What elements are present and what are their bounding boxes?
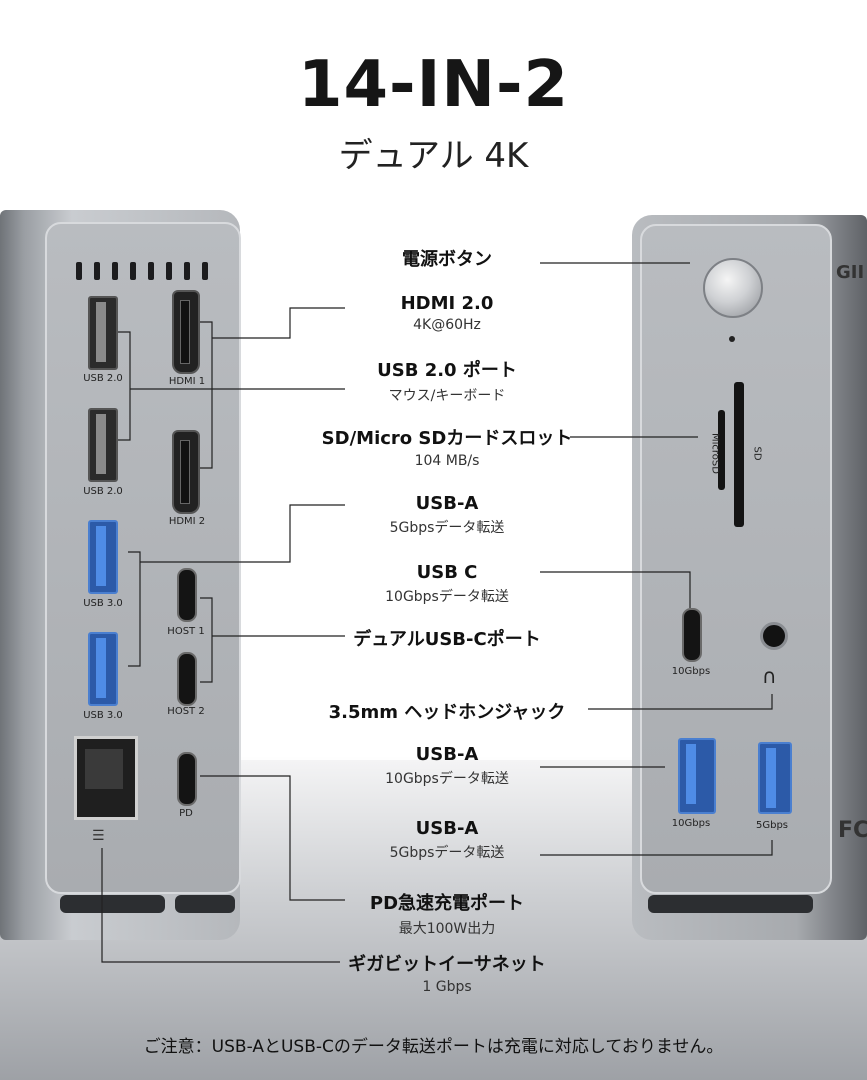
- usb2-port-label: USB 2.0: [83, 373, 123, 384]
- callout-title: デュアルUSB-Cポート: [353, 629, 541, 650]
- hdmi-port-label: HDMI 1: [168, 376, 206, 387]
- vent: [94, 262, 100, 280]
- subline: デュアル 4K: [338, 136, 529, 176]
- vent: [130, 262, 136, 280]
- usba-slow-label: 5Gbps: [755, 820, 789, 831]
- callout-subtitle: 5Gbpsデータ転送: [389, 845, 505, 861]
- vent: [112, 262, 118, 280]
- callout-subtitle: 4K@60Hz: [413, 317, 481, 333]
- usb3-port: [88, 520, 118, 594]
- usba-5gbps-port: [758, 742, 792, 814]
- usb2-port: [88, 408, 118, 482]
- ethernet-icon: ☰: [92, 828, 105, 844]
- callout-subtitle: 10Gbpsデータ転送: [385, 589, 509, 605]
- callout-subtitle: 104 MB/s: [414, 453, 480, 469]
- hdmi-port: [172, 290, 200, 374]
- usbc-speed-label: 10Gbps: [671, 666, 711, 677]
- callout-ethernet: ギガビットイーサネット 1 Gbps: [297, 950, 597, 995]
- callout-title: USB-A: [415, 744, 479, 765]
- callout-usba-5gbps: USB-A 5Gbpsデータ転送: [297, 493, 597, 537]
- callout-pd: PD急速充電ポート 最大100W出力: [297, 889, 597, 938]
- left-stand-foot: [175, 895, 235, 913]
- callout-title: SD/Micro SDカードスロット: [321, 428, 573, 449]
- usbc-data-port: [682, 608, 702, 662]
- usbc-host-port: [177, 652, 197, 706]
- usbc-host-port: [177, 568, 197, 622]
- callout-subtitle: マウス/キーボード: [388, 388, 506, 404]
- vent: [148, 262, 154, 280]
- callout-title: PD急速充電ポート: [369, 893, 525, 914]
- callout-sd: SD/Micro SDカードスロット 104 MB/s: [272, 424, 622, 469]
- vent: [184, 262, 190, 280]
- right-stand-foot: [648, 895, 813, 913]
- usb3-port-label: USB 3.0: [83, 710, 123, 721]
- callout-usba-10gbps: USB-A 10Gbpsデータ転送: [297, 744, 597, 788]
- vent: [76, 262, 82, 280]
- usbc-pd-port: [177, 752, 197, 806]
- callout-title: HDMI 2.0: [400, 293, 494, 314]
- ethernet-port: [74, 736, 138, 820]
- hdmi-port-label: HDMI 2: [168, 516, 206, 527]
- callout-subtitle: 10Gbpsデータ転送: [385, 771, 509, 787]
- callout-title: USB-A: [415, 493, 479, 514]
- vent: [202, 262, 208, 280]
- callout-title: USB-A: [415, 818, 479, 839]
- left-stand-foot: [60, 895, 165, 913]
- usba-fast-label: 10Gbps: [671, 818, 711, 829]
- microsd-slot: [718, 410, 725, 490]
- callout-title: 電源ボタン: [402, 249, 492, 270]
- usb3-port-label: USB 3.0: [83, 598, 123, 609]
- vent: [166, 262, 172, 280]
- usb2-port: [88, 296, 118, 370]
- callout-title: ギガビットイーサネット: [348, 954, 546, 975]
- callout-title: USB 2.0 ポート: [377, 360, 517, 381]
- power-button: [703, 258, 763, 318]
- callout-subtitle: 最大100W出力: [398, 921, 496, 937]
- usb2-port-label: USB 2.0: [83, 486, 123, 497]
- callout-power: 電源ボタン: [297, 245, 597, 271]
- sd-slot: [734, 382, 744, 527]
- usb3-port: [88, 632, 118, 706]
- callout-usbc: USB C 10Gbpsデータ転送: [297, 562, 597, 606]
- callout-dual-usbc: デュアルUSB-Cポート: [297, 625, 597, 651]
- callout-title: USB C: [416, 562, 478, 583]
- host-port-label: HOST 1: [167, 626, 205, 637]
- notice-text: ご注意：USB-AとUSB-Cのデータ転送ポートは充電に対応しておりません。: [143, 1037, 724, 1057]
- headphone-icon: ∩: [762, 664, 777, 688]
- callout-headphone-jack: 3.5mm ヘッドホンジャック: [297, 698, 597, 724]
- callout-subtitle: 1 Gbps: [422, 979, 472, 995]
- headline: 14-IN-2: [297, 48, 570, 122]
- pd-port-label: PD: [179, 808, 193, 819]
- callout-usb2: USB 2.0 ポート マウス/キーボード: [297, 356, 597, 405]
- callout-subtitle: 5Gbpsデータ転送: [389, 520, 505, 536]
- hdmi-port: [172, 430, 200, 514]
- brand-partial: GII: [836, 262, 865, 283]
- host-port-label: HOST 2: [167, 706, 205, 717]
- callout-title: 3.5mm ヘッドホンジャック: [328, 702, 566, 723]
- power-led: [729, 336, 735, 342]
- fc-mark: FC: [838, 818, 867, 843]
- usba-10gbps-port: [678, 738, 716, 814]
- callout-hdmi: HDMI 2.0 4K@60Hz: [297, 293, 597, 333]
- callout-usba-5gbps-right: USB-A 5Gbpsデータ転送: [297, 818, 597, 862]
- headphone-jack: [760, 622, 788, 650]
- right-dock-panel: [640, 224, 832, 894]
